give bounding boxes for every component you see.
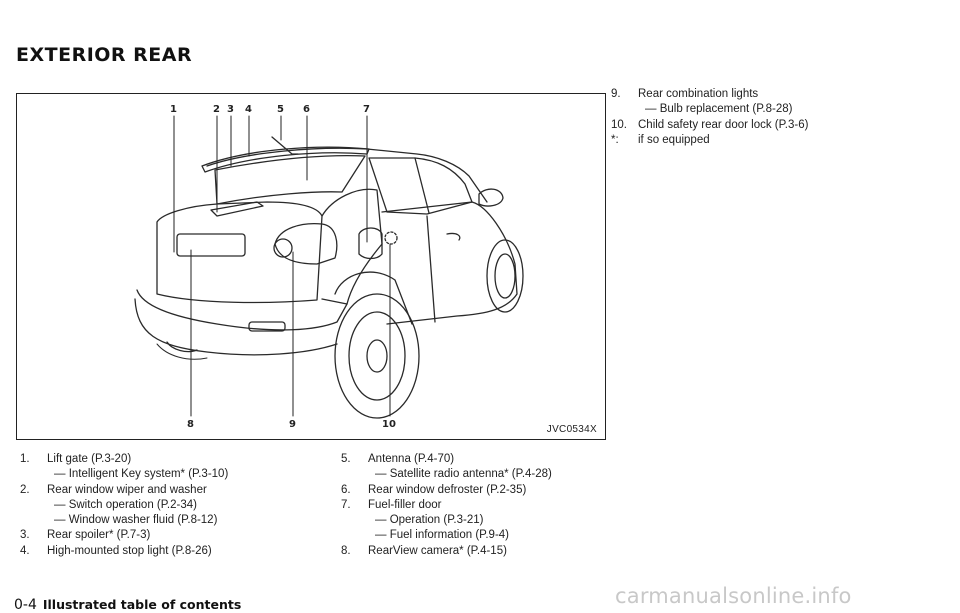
car-fuel-door: [358, 227, 383, 260]
figure-code: JVC0534X: [546, 424, 597, 435]
car-wiper: [210, 201, 264, 217]
legend-subitem: — Fuel information (P.9-4): [375, 529, 510, 542]
car-rear-wheel: [334, 293, 420, 419]
page-footer: 0-4 Illustrated table of contents: [14, 597, 241, 613]
site-watermark: carmanualsonline.info: [615, 584, 852, 608]
legend-item: *:if so equipped: [611, 133, 710, 146]
car-rear-drawing: [134, 115, 524, 419]
callout-3: 3: [227, 104, 234, 115]
car-bumper: [136, 289, 348, 331]
car-side-mirror: [478, 188, 504, 207]
legend-item: 7.Fuel-filler door: [341, 498, 442, 511]
rear-exterior-illustration: 1 2 3 4 5 6 7 8 9 10 JVC0534X: [16, 93, 606, 440]
legend-item: 10.Child safety rear door lock (P.3-6): [611, 118, 809, 131]
callout-2: 2: [213, 104, 220, 115]
legend-subitem: — Switch operation (P.2-34): [54, 498, 197, 511]
callout-4: 4: [245, 104, 252, 115]
legend-item: 9.Rear combination lights: [611, 88, 759, 100]
legend-column-3: 9.Rear combination lights — Bulb replace…: [611, 87, 931, 148]
page-title: EXTERIOR REAR: [16, 44, 193, 66]
legend-subitem: — Bulb replacement (P.8-28): [645, 103, 793, 116]
car-liftgate: [156, 201, 323, 304]
callout-10: 10: [382, 419, 396, 430]
callout-9: 9: [289, 419, 296, 430]
car-side-windows: [368, 157, 473, 215]
car-rear-window: [214, 154, 366, 205]
legend-item: 6.Rear window defroster (P.2-35): [341, 483, 527, 496]
legend-subitem: — Operation (P.3-21): [375, 514, 484, 527]
callout-8: 8: [187, 419, 194, 430]
legend-column-2: 5.Antenna (P.4-70) — Satellite radio ant…: [341, 452, 631, 559]
car-side-body: [381, 201, 518, 325]
legend-subitem: — Window washer fluid (P.8-12): [54, 514, 218, 527]
legend-item: 1.Lift gate (P.3-20): [20, 453, 132, 465]
legend-item: 2.Rear window wiper and washer: [20, 483, 207, 496]
section-title: Illustrated table of contents: [42, 597, 242, 612]
car-front-wheel: [486, 239, 524, 313]
page-number: 0-4: [14, 597, 37, 613]
legend-item: 8.RearView camera* (P.4-15): [341, 544, 507, 557]
legend-item: 4.High-mounted stop light (P.8-26): [20, 544, 212, 557]
car-antenna: [271, 136, 299, 155]
legend-subitem: — Satellite radio antenna* (P.4-28): [375, 468, 552, 481]
callout-5: 5: [277, 104, 284, 115]
legend-subitem: — Intelligent Key system* (P.3-10): [54, 468, 229, 481]
legend-column-1: 1.Lift gate (P.3-20) — Intelligent Key s…: [20, 452, 320, 559]
legend-item: 3.Rear spoiler* (P.7-3): [20, 529, 151, 542]
car-taillight: [274, 222, 338, 265]
legend-item: 5.Antenna (P.4-70): [341, 453, 455, 465]
callout-7: 7: [363, 104, 370, 115]
callout-6: 6: [303, 104, 310, 115]
callout-1: 1: [170, 104, 177, 115]
car-spoiler: [201, 146, 370, 173]
car-quarter-panel: [321, 188, 383, 305]
